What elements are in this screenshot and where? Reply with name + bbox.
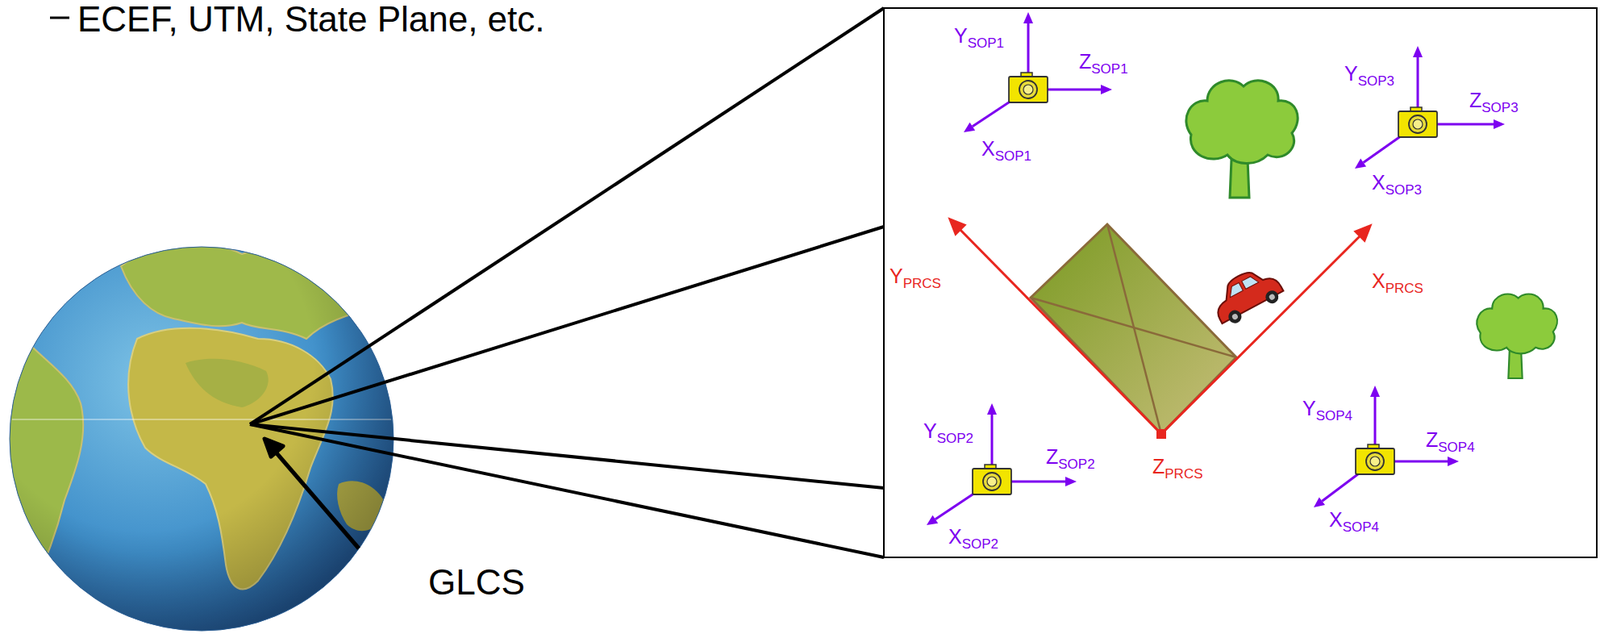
axis-label: XSOP4 <box>1329 509 1380 530</box>
axis-label: ZSOP3 <box>1469 90 1519 111</box>
camera-icon <box>972 464 1012 495</box>
earth-globe <box>0 244 394 631</box>
arrow-head <box>987 403 997 415</box>
bullet-text: ECEF, UTM, State Plane, etc. <box>77 1 546 38</box>
axis-label: XPRCS <box>1371 270 1424 292</box>
axis-label: XSOP3 <box>1371 172 1422 193</box>
inset-frame <box>883 8 1597 558</box>
camera-icon <box>1398 107 1438 138</box>
camera-icon <box>1008 72 1048 103</box>
tree-icon <box>1186 80 1298 198</box>
bullet-dash <box>50 16 70 20</box>
arrow-head <box>926 515 938 525</box>
axis-label: YSOP3 <box>1344 63 1395 84</box>
arrow-head <box>1412 45 1423 58</box>
camera-axes <box>963 12 1113 133</box>
arrow-head <box>1023 12 1034 24</box>
arrow-head <box>963 122 975 133</box>
camera-frames <box>926 12 1505 525</box>
building-roof <box>1030 224 1237 434</box>
frame-label: GLCS <box>428 564 525 600</box>
axis-label: XSOP1 <box>981 138 1032 159</box>
arrow-head <box>1065 476 1077 487</box>
arrow-head <box>1313 496 1325 508</box>
car-icon <box>1206 260 1288 330</box>
axis-label: ZSOP1 <box>1079 51 1129 72</box>
axis-label: ZSOP4 <box>1425 429 1475 450</box>
axis-label: ZSOP2 <box>1045 446 1096 467</box>
axis-label: YSOP2 <box>923 420 974 442</box>
prcs-axes <box>950 219 1371 439</box>
axis-label: YPRCS <box>889 266 942 287</box>
zoom-lines <box>250 8 884 558</box>
tree-icon <box>1476 293 1558 378</box>
axis-label: XSOP2 <box>948 526 999 547</box>
arrow-head <box>1100 84 1113 95</box>
arrow-head <box>1354 158 1367 169</box>
glcs-pointer <box>264 438 359 549</box>
axis-label: YSOP4 <box>1302 398 1353 419</box>
axis-label: YSOP1 <box>954 25 1005 46</box>
axis-label: ZPRCS <box>1152 456 1204 477</box>
arrow-head <box>1493 119 1505 130</box>
camera-icon <box>1355 444 1395 475</box>
arrow-head <box>1370 385 1380 397</box>
arrow-head <box>1447 456 1459 467</box>
